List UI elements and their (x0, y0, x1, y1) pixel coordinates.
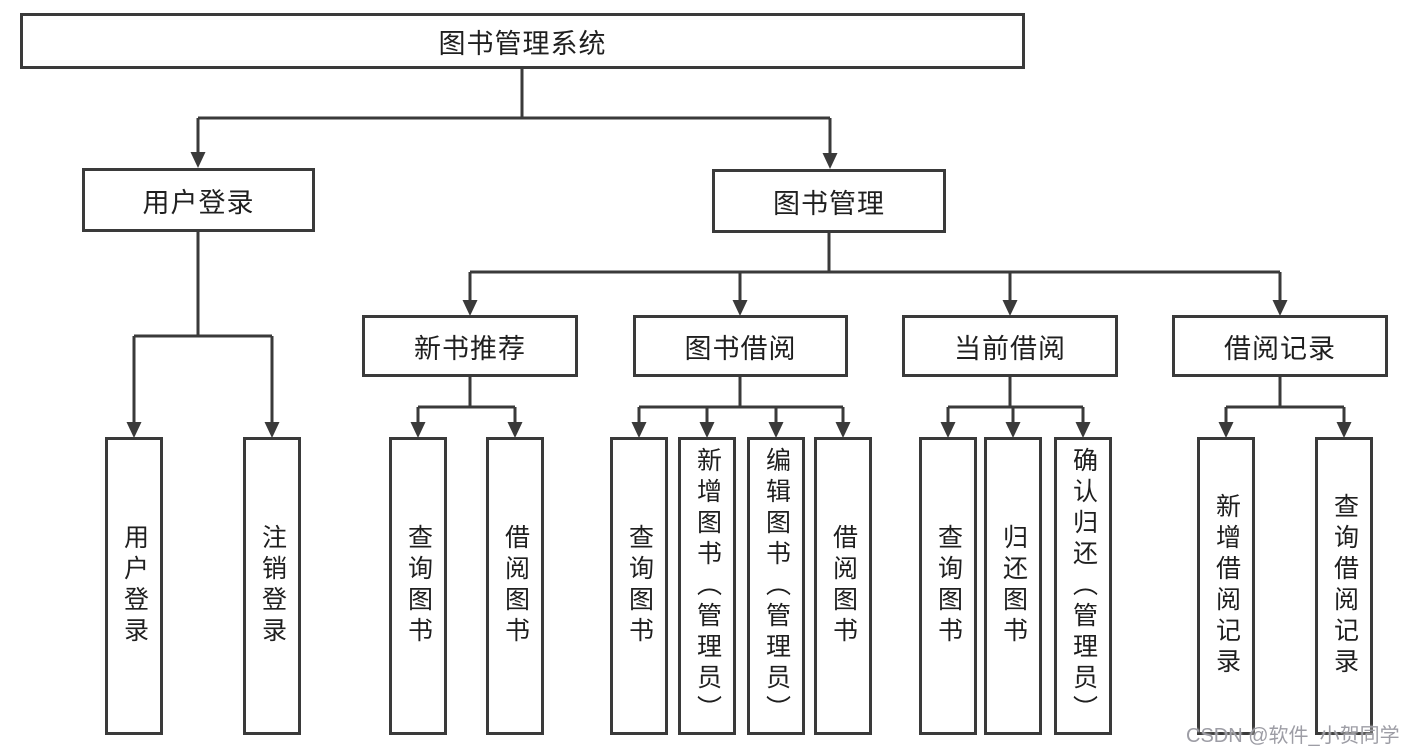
node-book-borrow: 图书借阅 (633, 315, 848, 377)
edge-borrow-records-to-leaves (1218, 377, 1352, 438)
node-current-borrow: 当前借阅 (902, 315, 1118, 377)
node-root-library-management-system: 图书管理系统 (20, 13, 1025, 69)
leaf-query-borrow-record: 查询借阅记录 (1315, 437, 1373, 735)
leaf-confirm-return-admin: 确认归还（管理员） (1054, 437, 1112, 735)
leaf-borrow-book: 借阅图书 (814, 437, 872, 735)
edge-book-borrow-to-leaves (631, 377, 851, 438)
leaf-recommend-borrow-book: 借阅图书 (486, 437, 544, 735)
leaf-edit-book-admin: 编辑图书（管理员） (747, 437, 805, 735)
leaf-add-book-admin: 新增图书（管理员） (678, 437, 736, 735)
leaf-logout: 注销登录 (243, 437, 301, 735)
edge-new-book-recommend-to-leaves (410, 377, 523, 438)
edge-root-to-level2 (190, 69, 838, 169)
edge-user-login-to-leaves (126, 232, 280, 438)
leaf-recommend-query-book: 查询图书 (389, 437, 447, 735)
leaf-borrow-query-book: 查询图书 (610, 437, 668, 735)
node-book-management: 图书管理 (712, 169, 946, 233)
csdn-watermark: CSDN @软件_小贺同学 (1186, 725, 1400, 747)
node-borrow-records: 借阅记录 (1172, 315, 1388, 377)
edge-current-borrow-to-leaves (940, 377, 1091, 438)
leaf-current-query-book: 查询图书 (919, 437, 977, 735)
edge-book-management-to-level3 (462, 233, 1288, 316)
leaf-user-login: 用户登录 (105, 437, 163, 735)
node-user-login: 用户登录 (82, 168, 315, 232)
node-new-book-recommend: 新书推荐 (362, 315, 578, 377)
leaf-return-book: 归还图书 (984, 437, 1042, 735)
leaf-add-borrow-record: 新增借阅记录 (1197, 437, 1255, 735)
